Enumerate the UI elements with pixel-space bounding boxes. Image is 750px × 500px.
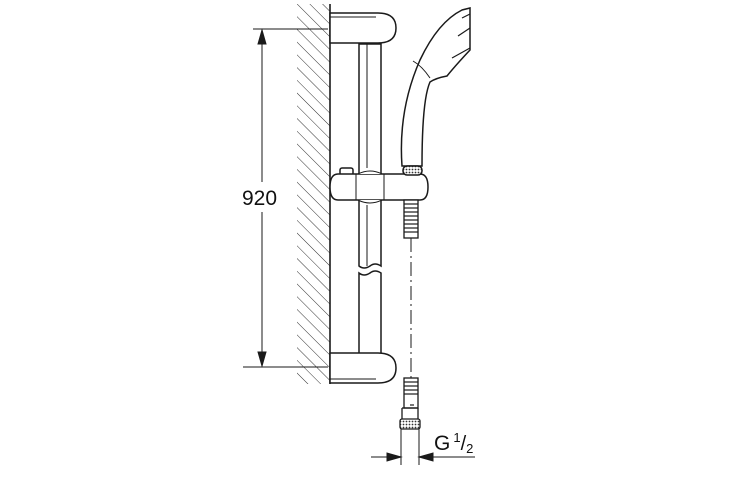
shower-rail	[358, 43, 382, 357]
height-dimension-label: 920	[242, 187, 278, 210]
hand-shower	[400, 7, 471, 176]
thread-numerator: 1	[453, 430, 461, 445]
connection-dimension	[371, 429, 475, 465]
sliding-holder	[329, 167, 429, 204]
lower-wall-bracket	[329, 352, 397, 384]
thread-denominator: 2	[466, 441, 474, 456]
shower-hose	[403, 199, 419, 409]
thread-prefix: G	[434, 432, 451, 455]
wall	[297, 4, 331, 384]
height-dimension	[243, 28, 328, 368]
upper-wall-bracket	[329, 12, 397, 44]
thread-slash: /	[460, 433, 467, 455]
hose-nut	[399, 407, 421, 430]
